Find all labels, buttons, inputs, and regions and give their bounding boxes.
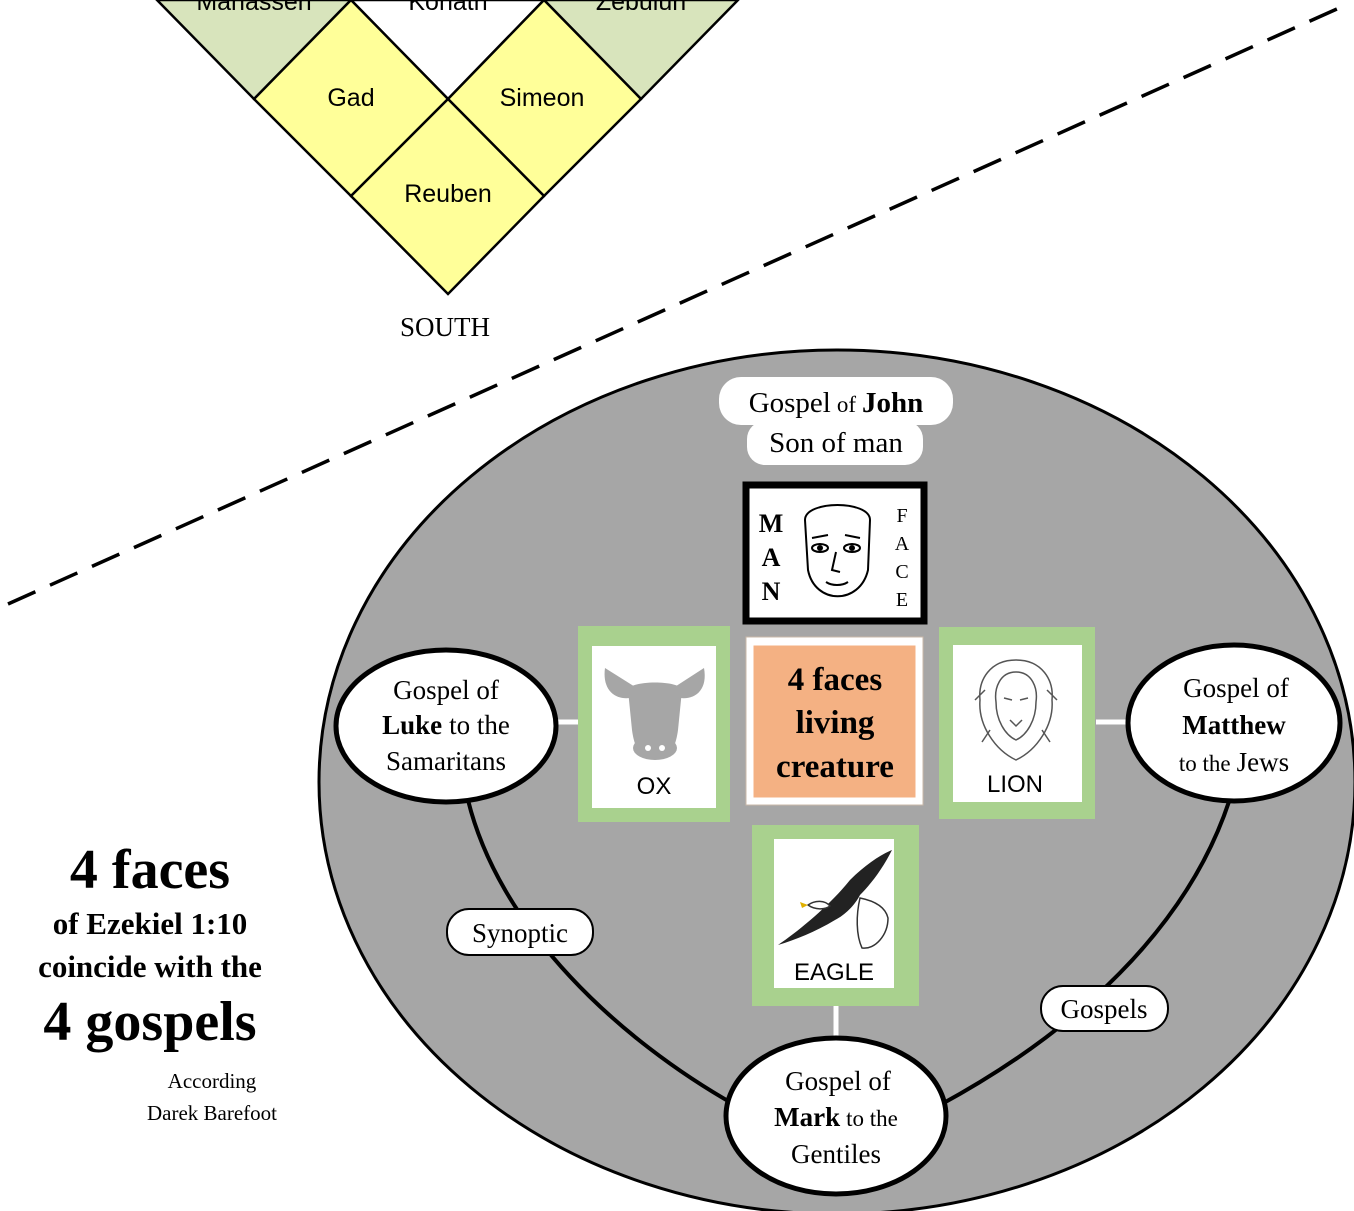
john-line-2: Son of man — [769, 427, 903, 459]
luke-node — [333, 647, 559, 805]
mark-line-1: Gospel of — [785, 1066, 891, 1096]
tribe-label-gad: Gad — [327, 84, 374, 112]
caption-line-4: 4 gospels — [43, 991, 256, 1053]
tribe-label-manasseh: Manasseh — [196, 0, 311, 16]
ox-label: OX — [637, 773, 672, 800]
john-sub-box — [747, 421, 923, 465]
tribe-label-reuben: Reuben — [404, 180, 492, 208]
matthew-line-1: Gospel of — [1183, 673, 1289, 703]
matthew-line-2: Matthew — [1182, 710, 1286, 740]
eagle-icon — [778, 850, 892, 949]
man-letter-a: A — [762, 543, 781, 572]
caption-line-3: coincide with the — [38, 949, 262, 984]
face-letter-f: F — [896, 505, 907, 527]
synoptic-label: Synoptic — [472, 918, 568, 948]
mark-line-3: Gentiles — [791, 1139, 881, 1169]
center-line-2: living — [796, 705, 875, 741]
credit-line-2: Darek Barefoot — [147, 1101, 277, 1125]
mark-node — [723, 1035, 949, 1197]
man-letter-m: M — [759, 509, 784, 538]
lion-icon — [974, 659, 1058, 761]
face-letter-a: A — [895, 533, 910, 555]
gospels-label: Gospels — [1061, 994, 1148, 1024]
man-letter-n: N — [762, 577, 781, 606]
tribe-label-zebulun: Zebulun — [596, 0, 686, 16]
center-line-3: creature — [776, 749, 894, 785]
eagle-label: EAGLE — [794, 959, 874, 986]
center-line-1: 4 faces — [788, 662, 883, 698]
credit-line-1: According — [168, 1069, 257, 1093]
face-letter-e: E — [896, 589, 908, 611]
caption-line-1: 4 faces — [70, 839, 230, 901]
matthew-node — [1125, 642, 1343, 804]
synoptic-pill — [446, 908, 594, 956]
luke-line-3: Samaritans — [386, 746, 506, 776]
gospels-pill — [1040, 985, 1169, 1032]
tribe-cell-reuben — [349, 97, 546, 296]
dashed-separator — [7, 2, 1349, 606]
luke-line-1: Gospel of — [393, 675, 499, 705]
camp-diagram — [155, 0, 740, 296]
tribe-label-simeon: Simeon — [500, 84, 585, 112]
lion-label: LION — [987, 771, 1043, 798]
center-box — [750, 642, 919, 801]
man-face-icon — [803, 504, 872, 598]
face-letter-c: C — [895, 561, 908, 583]
gospels-connector-curve — [466, 769, 1240, 1107]
direction-label-south: SOUTH — [400, 312, 490, 342]
caption-line-2: of Ezekiel 1:10 — [53, 906, 248, 941]
ox-icon — [604, 668, 705, 760]
tribe-label-kohath: Kohath — [408, 0, 487, 16]
john-label-box — [719, 377, 953, 425]
